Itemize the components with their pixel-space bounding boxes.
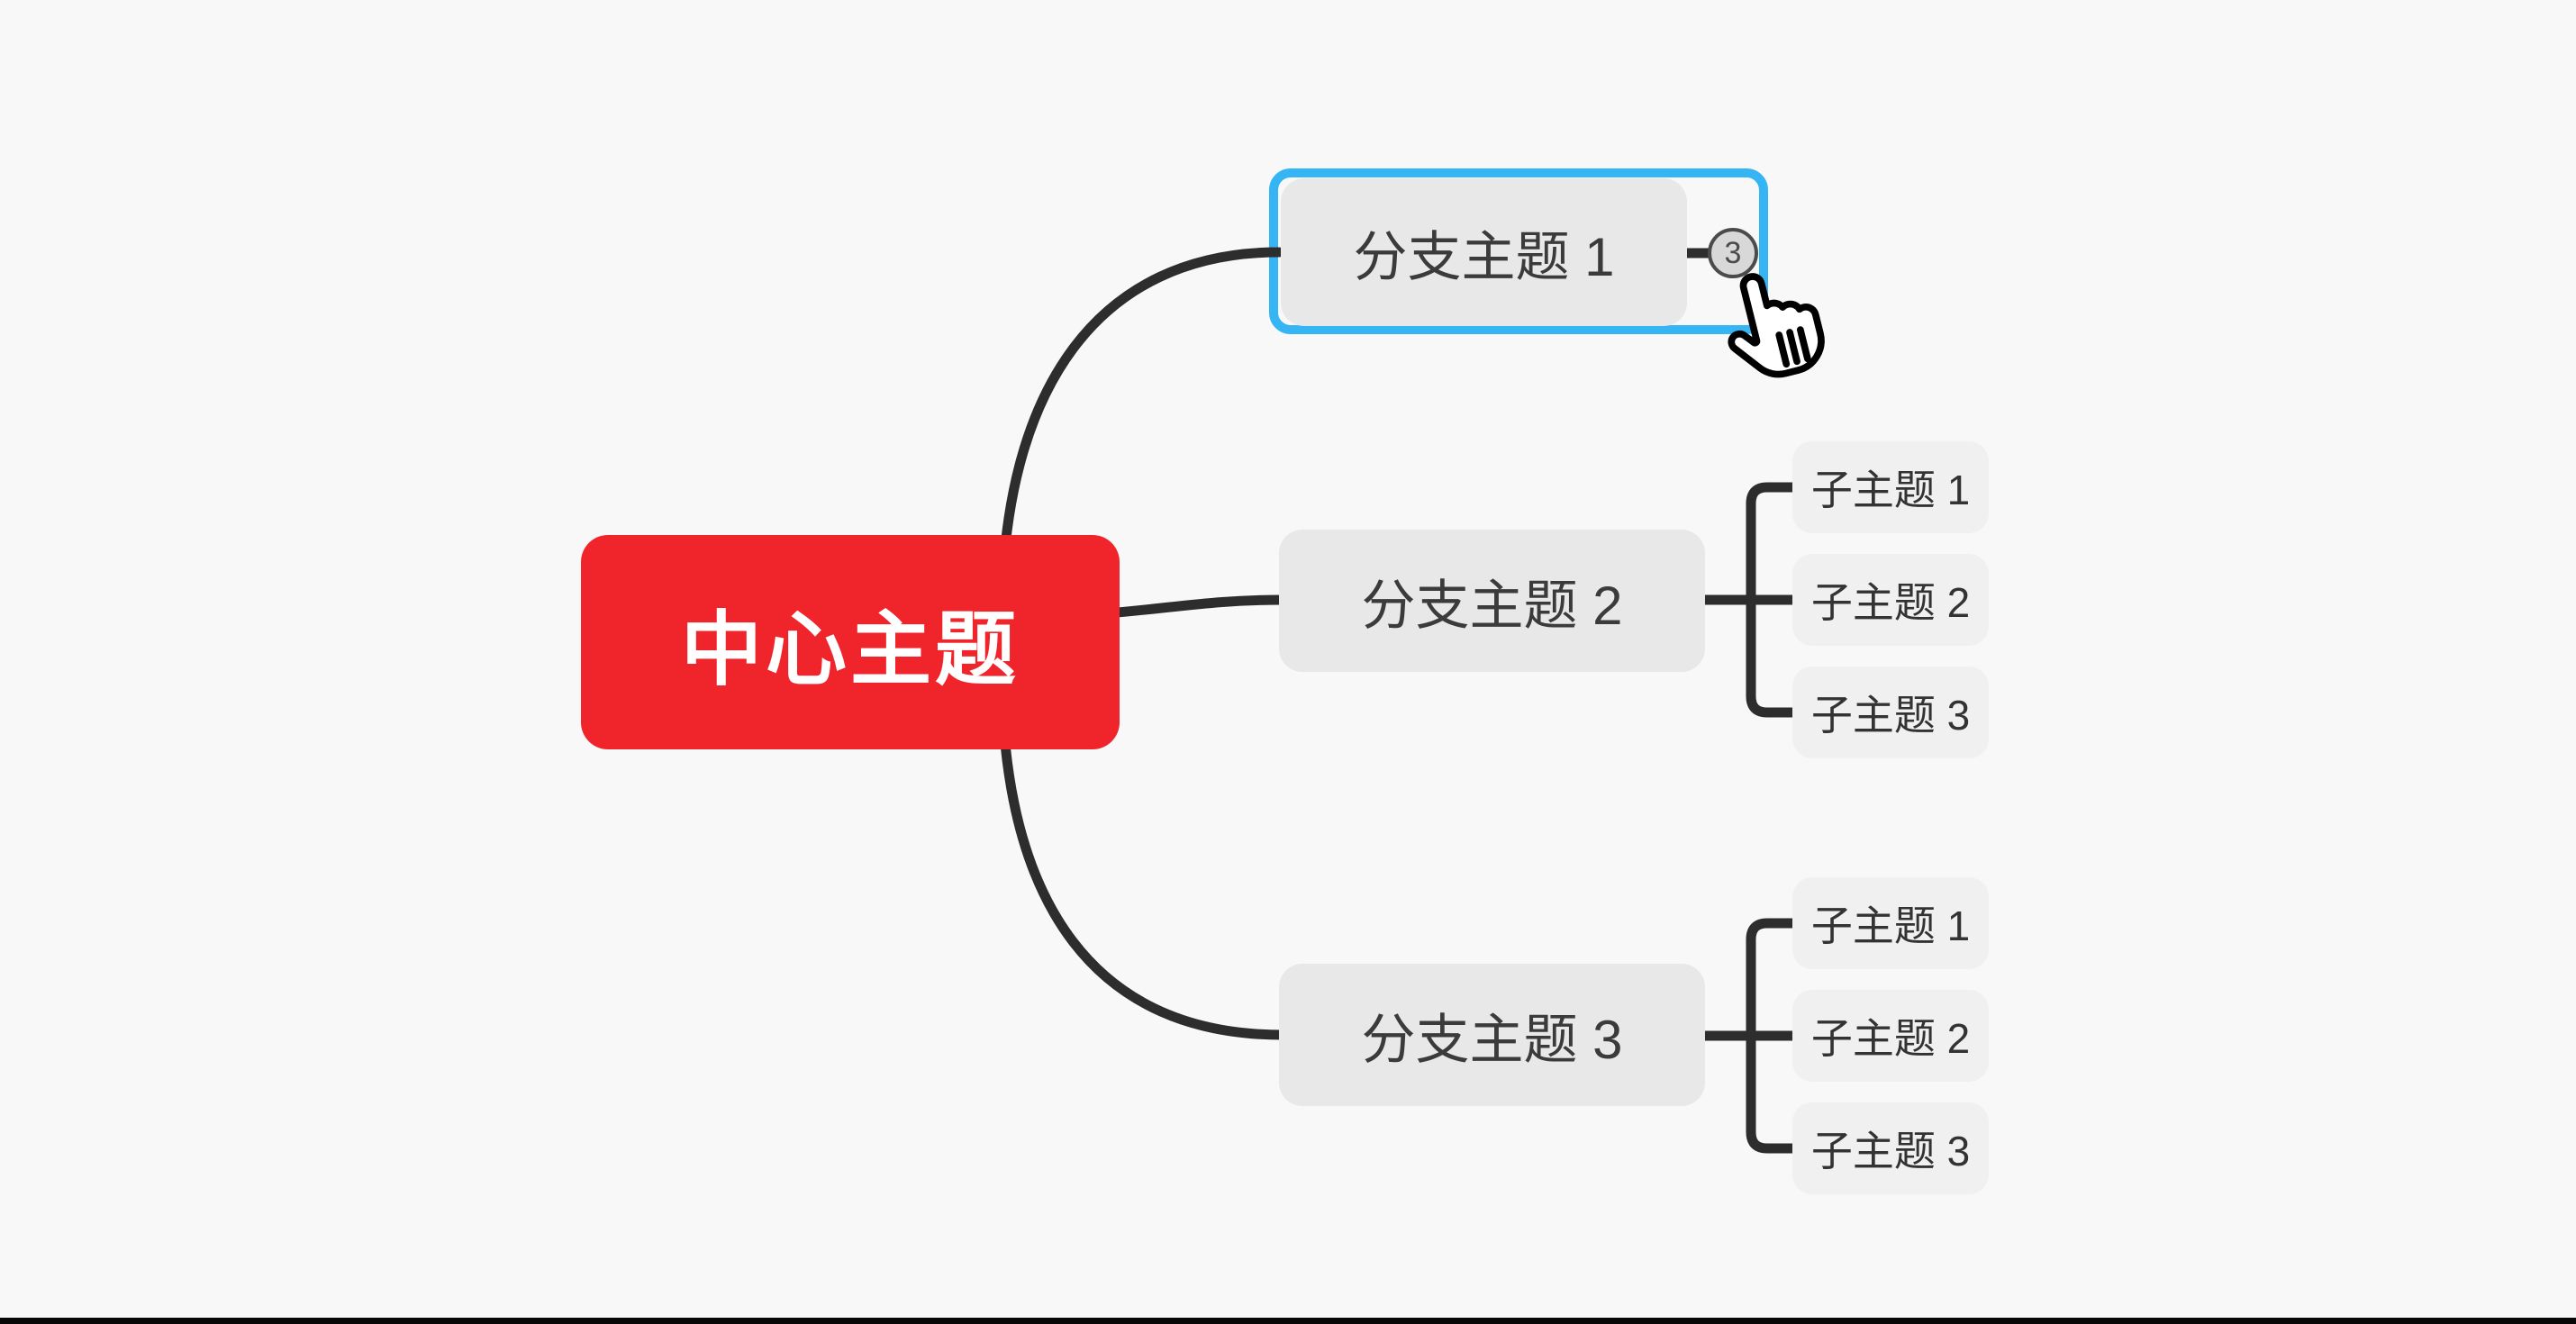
collapse-badge-branch-1[interactable]: 3: [1708, 228, 1758, 278]
branch-2-subtopic-2-label: 子主题 2: [1810, 579, 1971, 626]
branch-3-subtopic-1-node[interactable]: 子主题 1: [1792, 877, 1989, 969]
branch-3-subtopic-2-label: 子主题 2: [1810, 1015, 1971, 1062]
branch-topic-2-label: 分支主题 2: [1361, 575, 1623, 636]
branch-2-subtopic-2-node[interactable]: 子主题 2: [1792, 554, 1989, 646]
collapse-badge-count: 3: [1724, 236, 1742, 270]
branch-2-subtopic-3-label: 子主题 3: [1810, 692, 1971, 739]
branch-topic-3-node[interactable]: 分支主题 3: [1279, 964, 1705, 1106]
branch-2-subtopic-1-node[interactable]: 子主题 1: [1792, 441, 1989, 533]
branch-topic-2-node[interactable]: 分支主题 2: [1279, 530, 1705, 672]
central-topic-node[interactable]: 中心主题: [581, 535, 1120, 749]
bottom-edge-bar: [0, 1318, 2576, 1324]
connector-central-to-branch-1: [996, 247, 1284, 627]
branch-topic-1-label: 分支主题 1: [1353, 226, 1615, 287]
branch-3-subtopic-1-label: 子主题 1: [1810, 902, 1971, 949]
branch-3-subtopic-3-label: 子主题 3: [1810, 1128, 1971, 1174]
connector-central-to-branch-2: [1102, 594, 1288, 619]
branch-topic-3-label: 分支主题 3: [1361, 1009, 1623, 1070]
branch-topic-1-node[interactable]: 分支主题 1: [1281, 178, 1687, 326]
branch-2-subtopic-3-node[interactable]: 子主题 3: [1792, 667, 1989, 758]
connector-central-to-branch-3: [996, 661, 1288, 1040]
branch-3-subtopic-2-node[interactable]: 子主题 2: [1792, 990, 1989, 1082]
central-topic-label: 中心主题: [681, 605, 1020, 695]
branch-2-subtopic-1-label: 子主题 1: [1810, 467, 1971, 513]
branch-3-subtopic-3-node[interactable]: 子主题 3: [1792, 1102, 1989, 1194]
